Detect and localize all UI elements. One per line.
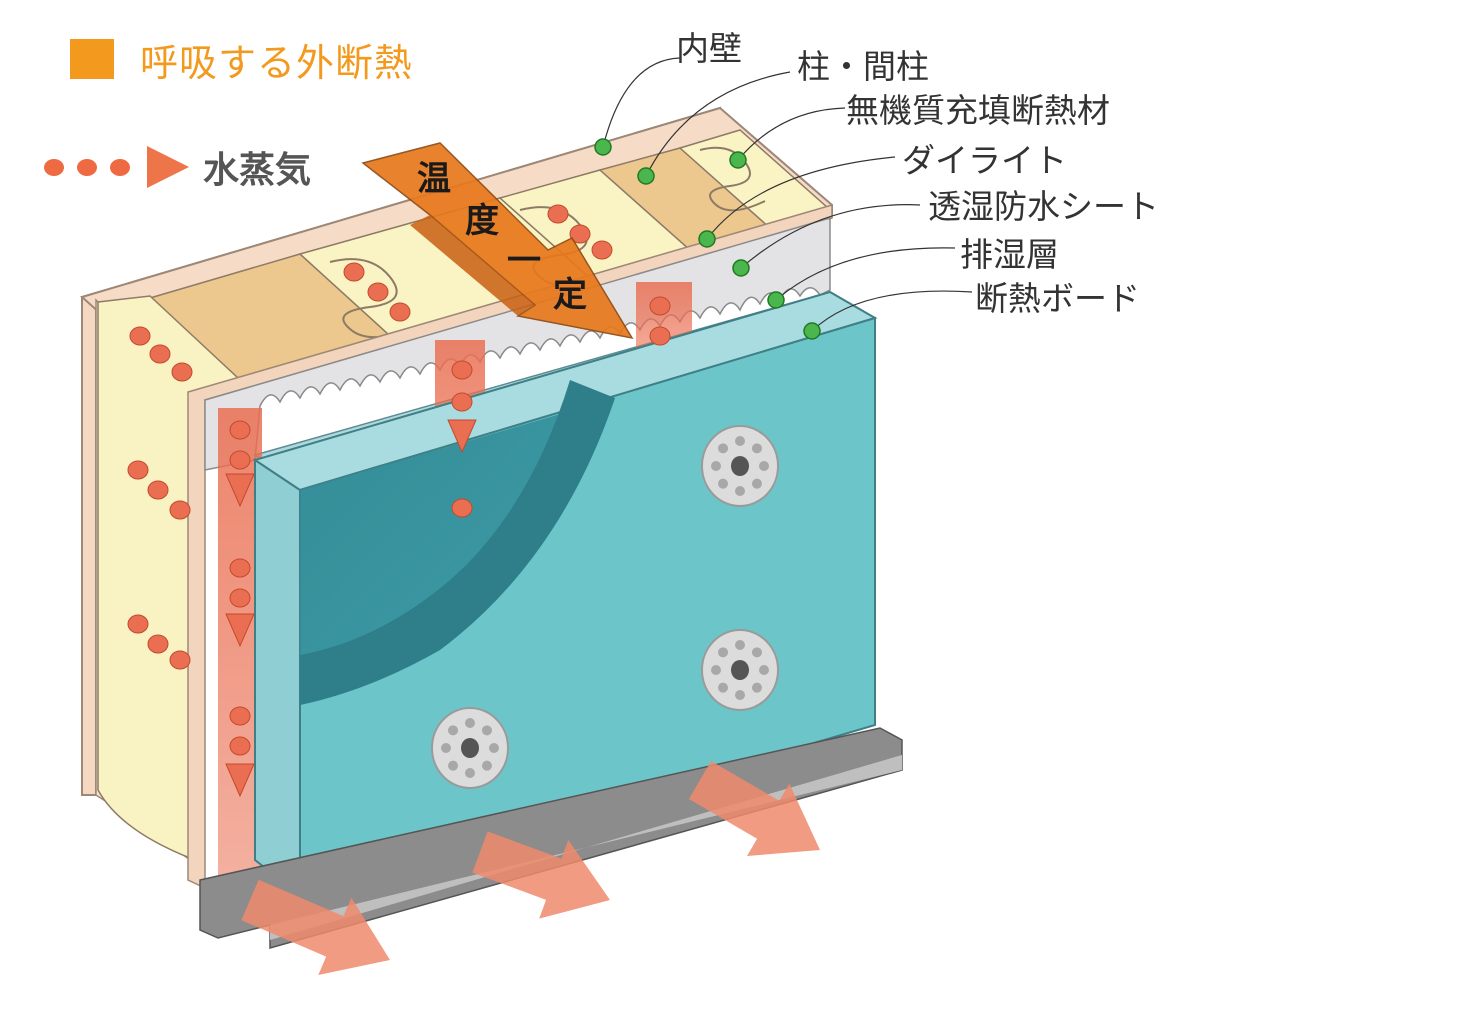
vapor-dot: [343, 262, 365, 282]
label-interior-wall: 内壁: [676, 29, 742, 68]
vapor-down-triangle: [225, 613, 255, 648]
vapor-dot: [649, 296, 671, 316]
vapor-dot: [147, 480, 169, 500]
exhaust-arrow: [688, 760, 820, 857]
vapor-dot: [127, 614, 149, 634]
vapor-down-triangle: [225, 763, 255, 798]
vapor-dot: [591, 240, 613, 260]
heading-title: 呼吸する外断熱: [140, 40, 414, 85]
vapor-dot: [149, 344, 171, 364]
arrow-char-4: 定: [553, 275, 587, 315]
label-stud: 柱・間柱: [797, 47, 929, 86]
leader-dot-membrane: [732, 259, 750, 277]
leader-dot-dailite: [698, 230, 716, 248]
vapor-dot: [229, 420, 251, 440]
vapor-down-triangle: [447, 419, 477, 454]
leader-dots: [594, 138, 821, 340]
anchor-washer: [431, 707, 509, 789]
leader-dot-drainage-layer: [767, 291, 785, 309]
leader-dot-stud: [637, 167, 655, 185]
vapor-dots: [127, 204, 671, 756]
leader-dot-insulation-board: [803, 322, 821, 340]
heading-marker: [70, 39, 114, 79]
label-drainage-layer: 排湿層: [960, 235, 1059, 274]
vapor-dot: [389, 302, 411, 322]
membrane-layer: [204, 217, 831, 471]
left-batt-face: [97, 295, 240, 860]
leader-lines: [602, 57, 973, 332]
vapor-dot: [129, 326, 151, 346]
vapor-dot: [171, 362, 193, 382]
exhaust-arrows: [241, 760, 820, 975]
vapor-dot: [127, 460, 149, 480]
vapor-dot: [569, 224, 591, 244]
vapor-dot: [229, 558, 251, 578]
vapor-legend: 水蒸気: [44, 140, 311, 194]
anchor-washer: [701, 425, 779, 507]
leader-dot-inorganic-insulation: [729, 151, 747, 169]
label-membrane: 透湿防水シート: [928, 187, 1159, 226]
vapor-dot: [451, 498, 473, 518]
exhaust-arrow: [472, 831, 610, 919]
anchor-washers: [431, 425, 779, 789]
vapor-dot: [649, 326, 671, 346]
label-dailite: ダイライト: [902, 141, 1067, 180]
arrow-char-2: 度: [465, 201, 499, 241]
legend-arrow-icon: [147, 146, 189, 188]
vapor-dot: [451, 360, 473, 380]
vapor-dot: [229, 588, 251, 608]
arrow-char-1: 温: [417, 159, 451, 199]
vapor-dot: [229, 450, 251, 470]
vapor-down-arrows: [225, 419, 477, 798]
legend-label: 水蒸気: [203, 150, 312, 191]
label-inorganic-insulation: 無機質充填断熱材: [846, 91, 1110, 130]
legend-dots: [44, 158, 143, 176]
vapor-dot: [229, 736, 251, 756]
vapor-dot: [147, 634, 169, 654]
vapor-dot: [547, 204, 569, 224]
vapor-dot: [169, 500, 191, 520]
anchor-washer: [701, 629, 779, 711]
vapor-dot: [169, 650, 191, 670]
exhaust-arrow: [241, 879, 390, 975]
vapor-down-triangle: [225, 473, 255, 508]
label-insulation-board: 断熱ボード: [975, 279, 1140, 318]
vapor-dot: [367, 282, 389, 302]
leader-dot-interior-wall: [594, 138, 612, 156]
vapor-dot: [229, 706, 251, 726]
vapor-dot: [451, 392, 473, 412]
diagram-heading: 呼吸する外断熱: [70, 34, 414, 85]
arrow-char-3: 一: [507, 241, 541, 281]
temperature-arrow: [361, 142, 634, 340]
